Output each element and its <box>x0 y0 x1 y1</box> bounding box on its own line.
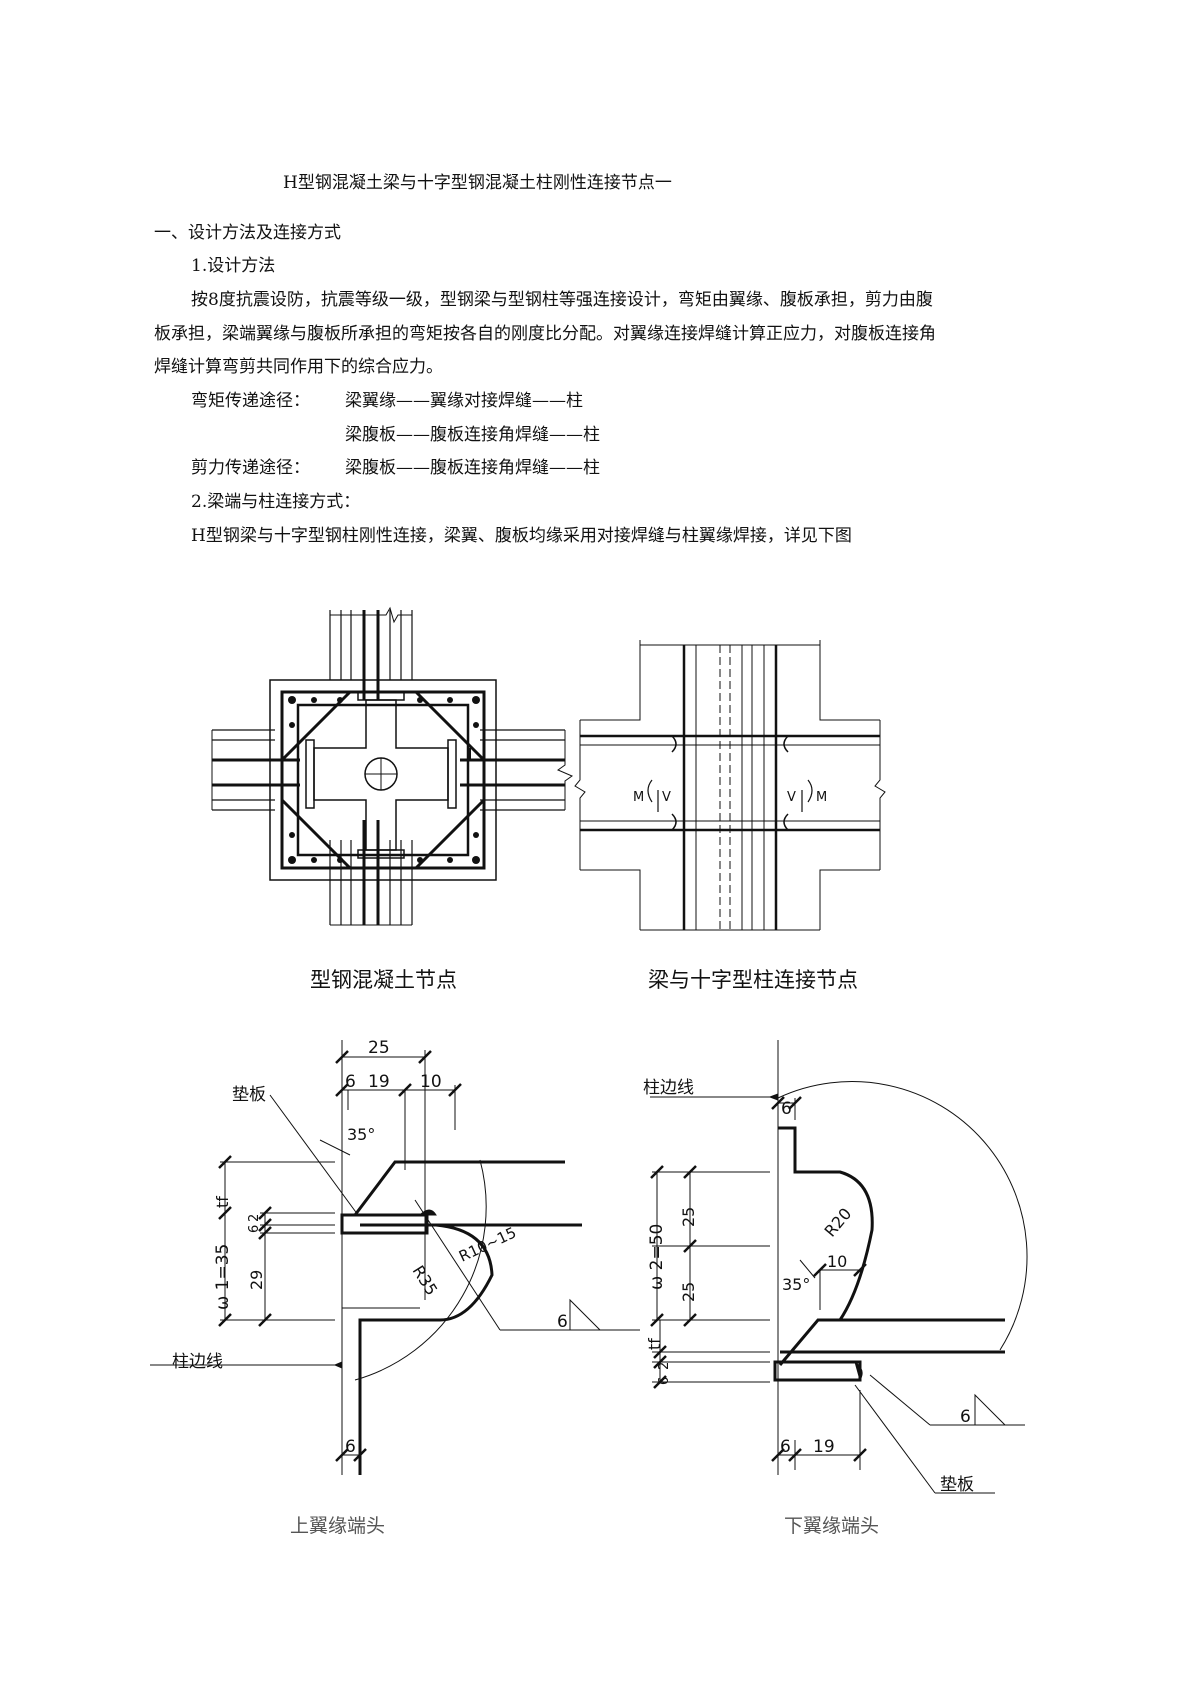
dimension-text: tf <box>213 1196 232 1208</box>
moment-path-label: 弯矩传递途径： <box>191 391 310 411</box>
paragraph-line: 板承担，梁端翼缘与腹板所承担的弯矩按各自的刚度比分配。对翼缘连接焊缝计算正应力，… <box>154 324 936 344</box>
paragraph-connection: H型钢梁与十字型钢柱刚性连接，梁翼、腹板均缘采用对接焊缝与柱翼缘焊接，详见下图 <box>191 526 852 546</box>
radius-text: R35 <box>409 1262 442 1299</box>
src-joint-drawing <box>211 606 574 926</box>
figure-caption: 下翼缘端头 <box>784 1515 879 1537</box>
dimension-text: 25 <box>679 1282 698 1302</box>
dimension-text: 6 <box>247 1225 262 1233</box>
figure-caption: 上翼缘端头 <box>290 1515 385 1537</box>
moment-label: M <box>816 790 827 805</box>
figure-caption: 梁与十字型柱连接节点 <box>648 968 858 992</box>
lower-flange-detail-drawing <box>650 1040 1028 1494</box>
weld-size-text: 6 <box>557 1312 568 1332</box>
dimension-text: ω 2=50 <box>647 1224 667 1290</box>
radius-text: R20 <box>821 1204 856 1240</box>
radius-text: R10~15 <box>456 1223 519 1265</box>
dimension-text: 19 <box>813 1437 835 1457</box>
dimension-text: 25 <box>368 1038 390 1058</box>
moment-path-flange: 梁翼缘——翼缘对接焊缝——柱 <box>345 391 583 411</box>
dimension-text: ω 1=35 <box>213 1244 233 1310</box>
paragraph-line: 焊缝计算弯剪共同作用下的综合应力。 <box>154 357 443 377</box>
dimension-text: 19 <box>368 1072 390 1092</box>
angle-text: 35° <box>782 1275 810 1294</box>
weld-size-text: 6 <box>960 1407 971 1427</box>
dimension-text: 2 <box>247 1214 262 1222</box>
moment-label: M <box>633 790 644 805</box>
paragraph-line: 按8度抗震设防，抗震等级一级，型钢梁与型钢柱等强连接设计，弯矩由翼缘、腹板承担，… <box>191 290 933 310</box>
section-heading: 一、设计方法及连接方式 <box>154 223 341 243</box>
dimension-text: 6 <box>345 1072 356 1092</box>
shear-label: V <box>787 790 796 805</box>
backing-plate-label: 垫板 <box>232 1085 266 1105</box>
subsection-connection-method: 2.梁端与柱连接方式： <box>191 492 361 512</box>
shear-path-web: 梁腹板——腹板连接角焊缝——柱 <box>345 458 600 478</box>
shear-label: V <box>662 790 671 805</box>
column-edge-label: 柱边线 <box>643 1078 694 1098</box>
document-title: H型钢混凝土梁与十字型钢混凝土柱刚性连接节点一 <box>283 173 672 193</box>
dimension-text: 10 <box>420 1072 442 1092</box>
moment-path-web: 梁腹板——腹板连接角焊缝——柱 <box>345 425 600 445</box>
backing-plate-label: 垫板 <box>940 1475 974 1495</box>
angle-text: 35° <box>347 1125 375 1144</box>
dimension-text: tf <box>645 1338 664 1350</box>
dimension-text: 29 <box>247 1270 266 1290</box>
dimension-text: 2 <box>657 1362 672 1370</box>
dimension-text: 6 <box>345 1437 356 1457</box>
dimension-text: 6 <box>657 1377 672 1385</box>
dimension-text: 6 <box>781 1099 792 1119</box>
subsection-design-method: 1.设计方法 <box>191 256 276 276</box>
shear-path-label: 剪力传递途径： <box>191 458 310 478</box>
beam-column-elevation-drawing <box>574 640 886 931</box>
dimension-text: 10 <box>827 1252 847 1271</box>
figure-caption: 型钢混凝土节点 <box>310 968 457 992</box>
dimension-text: 25 <box>679 1207 698 1227</box>
dimension-text: 6 <box>780 1437 791 1457</box>
upper-flange-detail-drawing <box>150 1040 640 1475</box>
column-edge-label: 柱边线 <box>172 1352 223 1372</box>
